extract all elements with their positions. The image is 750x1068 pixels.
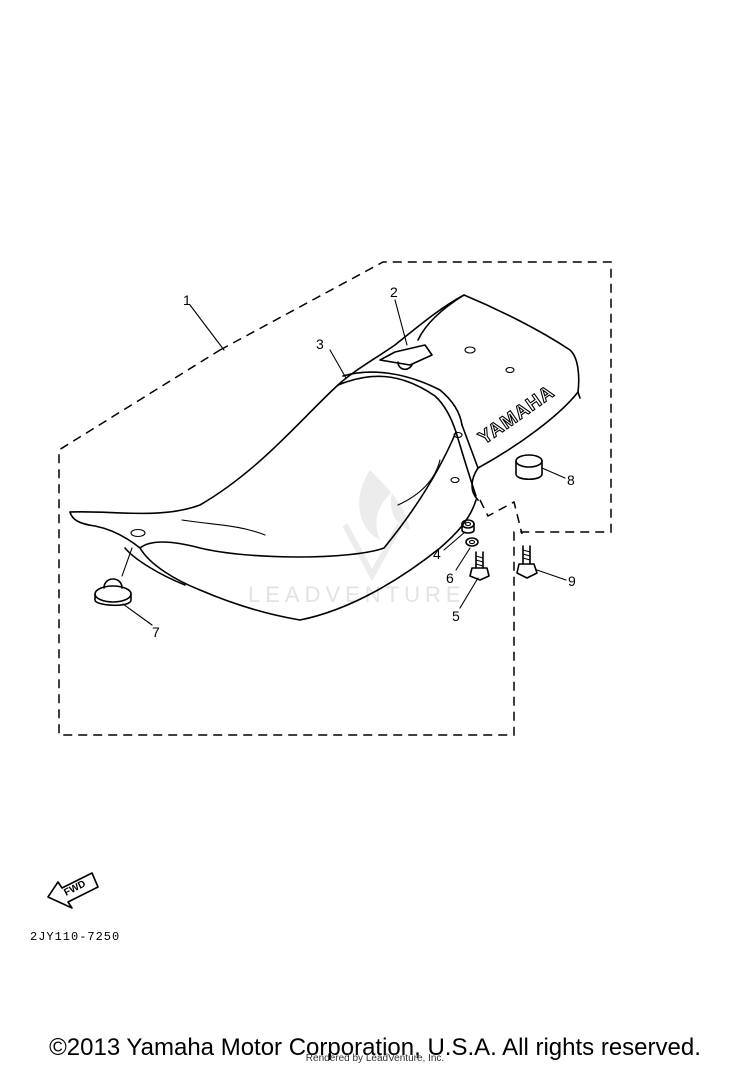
callout-4: 4 — [433, 546, 441, 562]
fwd-arrow-icon: FWD — [47, 872, 99, 909]
bolt-part-9 — [516, 545, 538, 579]
callout-9: 9 — [568, 573, 576, 589]
damper-part-8 — [515, 454, 543, 481]
assembly-boundary — [58, 261, 612, 736]
seat-logo-yamaha: YAMAHA — [475, 382, 559, 449]
damper-part-7 — [94, 578, 132, 607]
callout-2: 2 — [390, 284, 398, 300]
callout-7: 7 — [152, 624, 160, 640]
collar-part-4 — [461, 519, 475, 534]
watermark-logo: LEADVENTURE — [248, 470, 466, 607]
seat-assembly: YAMAHA — [69, 294, 581, 621]
fwd-label: FWD — [62, 879, 87, 899]
bolt-part-5 — [469, 551, 490, 581]
washer-part-6 — [465, 537, 479, 547]
callout-8: 8 — [567, 472, 575, 488]
copyright-footer: ©2013 Yamaha Motor Corporation, U.S.A. A… — [49, 1034, 701, 1061]
diagram-code: 2JY110-7250 — [30, 930, 120, 944]
leader-lines — [121, 299, 567, 626]
callout-6: 6 — [446, 570, 454, 586]
callout-5: 5 — [452, 608, 460, 624]
watermark-text: LEADVENTURE — [248, 582, 466, 607]
callout-3: 3 — [316, 336, 324, 352]
rendered-by-footer: Rendered by LeadVenture, Inc. — [305, 1053, 445, 1064]
callout-1: 1 — [183, 292, 191, 308]
